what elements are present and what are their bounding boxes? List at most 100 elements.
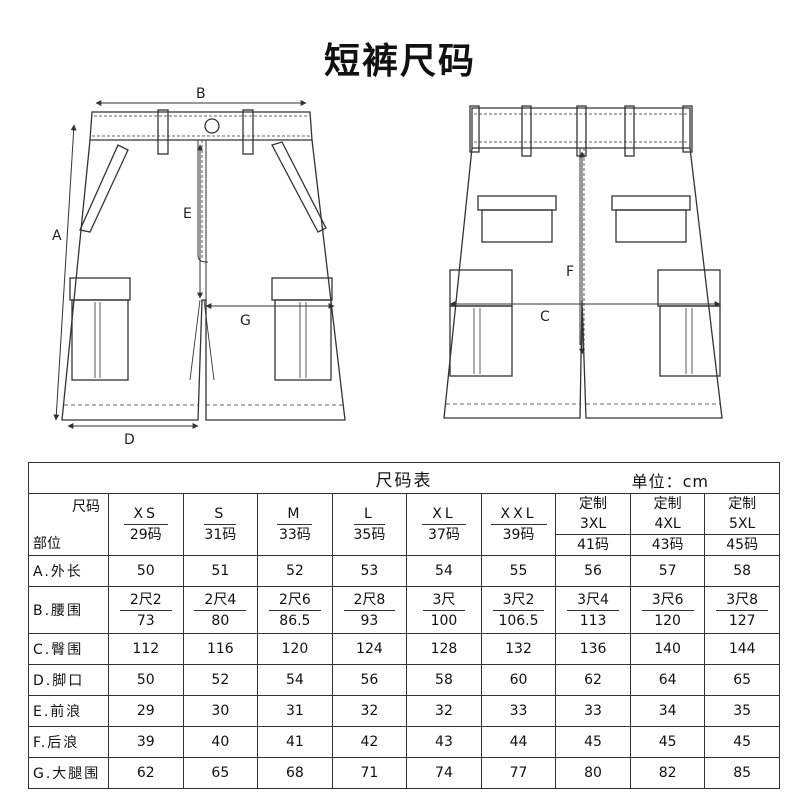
table-cell: 136	[555, 633, 631, 665]
table-cell: 120	[257, 633, 333, 665]
table-cell: 50	[108, 664, 184, 696]
table-cell: 53	[331, 555, 408, 587]
table-cell: 55	[480, 555, 557, 587]
label-G: G	[240, 313, 251, 329]
table-row: E.前浪 29 30 31 32 32 33 33 34 35	[28, 695, 780, 727]
table-cell: 32	[406, 695, 482, 727]
table-cell: 45	[704, 726, 780, 758]
label-D: D	[124, 432, 135, 448]
table-cell: 58	[704, 555, 780, 587]
table-cell: 124	[331, 633, 408, 665]
label-C: C	[540, 309, 550, 325]
table-row: D.脚口 50 52 54 56 58 60 62 64 65	[28, 664, 780, 696]
table-row: C.臀围 112 116 120 124 128 132 136 140 144	[28, 633, 780, 665]
table-cell: 56	[555, 555, 631, 587]
table-cell: 64	[629, 664, 706, 696]
corner-cell: 尺码 部位	[28, 493, 109, 556]
table-cell: 80	[555, 757, 631, 789]
table-cell: 128	[406, 633, 482, 665]
table-cell: 58	[406, 664, 482, 696]
table-cell: 65	[704, 664, 780, 696]
table-cell: 52	[182, 664, 259, 696]
table-cell: 40	[182, 726, 259, 758]
table-cell: 31	[257, 695, 333, 727]
back-measure-lines	[449, 151, 721, 355]
table-title: 尺码表	[375, 470, 433, 491]
table-unit: 单位：cm	[631, 472, 709, 491]
table-cell: 85	[704, 757, 780, 789]
corner-size-label: 尺码	[72, 499, 100, 515]
table-row: A.外长 50 51 52 53 54 55 56 57 58	[28, 555, 780, 587]
row-label: G.大腿围	[28, 757, 109, 789]
table-cell: 30	[182, 695, 259, 727]
label-B: B	[196, 86, 206, 102]
row-label: E.前浪	[28, 695, 109, 727]
table-cell: 62	[108, 757, 184, 789]
table-cell: 32	[331, 695, 408, 727]
table-cell: 51	[182, 555, 259, 587]
table-cell: 45	[629, 726, 706, 758]
front-measure-lines	[53, 100, 335, 429]
label-F: F	[566, 264, 574, 280]
table-cell: 144	[704, 633, 780, 665]
table-cell: 39	[108, 726, 184, 758]
table-cell: 65	[182, 757, 259, 789]
table-cell: 52	[257, 555, 333, 587]
label-A: A	[52, 228, 62, 244]
table-cell: 43	[406, 726, 482, 758]
table-title-cell: 尺码表 单位：cm	[28, 462, 780, 494]
table-cell: 68	[257, 757, 333, 789]
table-cell: 42	[331, 726, 408, 758]
table-cell: 54	[257, 664, 333, 696]
table-cell: 41	[257, 726, 333, 758]
table-cell: 116	[182, 633, 259, 665]
table-title-row: 尺码表 单位：cm	[28, 462, 780, 494]
table-cell: 33	[480, 695, 557, 727]
table-cell: 54	[406, 555, 482, 587]
shorts-diagram: B A D E G F C	[52, 86, 723, 448]
page-title: 短裤尺码	[323, 41, 476, 82]
table-cell: 62	[555, 664, 631, 696]
row-label: A.外长	[28, 555, 109, 587]
row-label: B.腰围	[28, 586, 109, 634]
back-view	[443, 105, 723, 419]
row-label: D.脚口	[28, 664, 109, 696]
table-cell: 35	[704, 695, 780, 727]
row-label: F.后浪	[28, 726, 109, 758]
table-cell: 57	[629, 555, 706, 587]
table-cell: 82	[629, 757, 706, 789]
row-label: C.臀围	[28, 633, 109, 665]
table-cell: 33	[555, 695, 631, 727]
table-row: F.后浪 39 40 41 42 43 44 45 45 45	[28, 726, 780, 758]
table-cell: 50	[108, 555, 184, 587]
table-cell: 71	[331, 757, 408, 789]
table-cell: 132	[480, 633, 557, 665]
table-row: G.大腿围 62 65 68 71 74 77 80 82 85	[28, 757, 780, 789]
table-cell: 77	[480, 757, 557, 789]
table-cell: 34	[629, 695, 706, 727]
table-cell: 140	[629, 633, 706, 665]
label-E: E	[183, 206, 192, 222]
table-cell: 112	[108, 633, 184, 665]
table-cell: 44	[480, 726, 557, 758]
